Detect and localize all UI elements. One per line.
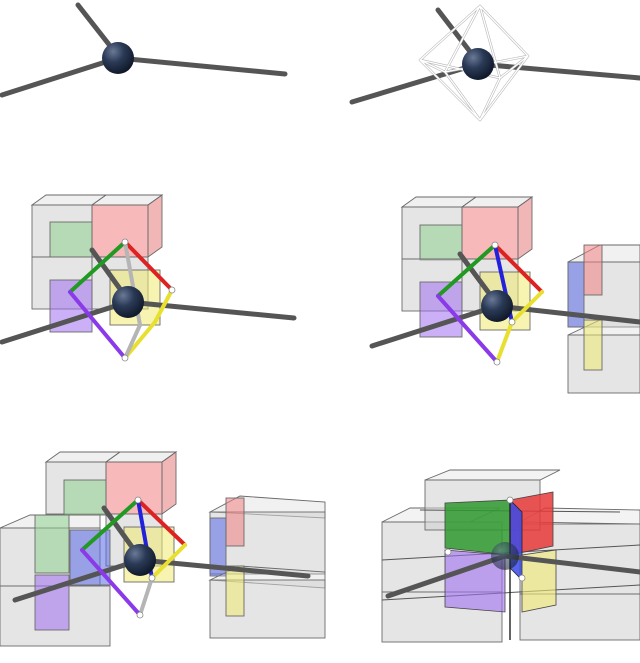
atom	[462, 48, 494, 80]
colored-edges	[80, 496, 187, 619]
panel-5	[0, 451, 326, 647]
panel-6	[381, 469, 640, 643]
colored-planes	[444, 491, 557, 640]
rod	[0, 55, 121, 98]
atom	[112, 286, 144, 318]
atom	[491, 542, 519, 570]
panel-1	[0, 2, 288, 98]
panel-3	[0, 194, 297, 362]
side-cube-stack	[208, 495, 326, 639]
atom	[124, 544, 156, 576]
cube-cluster	[400, 196, 534, 338]
rod	[369, 303, 500, 349]
rod	[0, 299, 131, 345]
rod	[115, 55, 288, 77]
colored-edges	[68, 238, 176, 362]
atom	[481, 290, 513, 322]
side-cube-stack	[567, 244, 640, 394]
rod	[125, 299, 297, 321]
rod	[502, 553, 640, 575]
rod	[12, 557, 143, 603]
octahedron-wireframe	[418, 4, 530, 122]
rod	[494, 303, 640, 325]
panel-4	[369, 196, 640, 394]
rod	[385, 553, 508, 599]
rod	[475, 61, 640, 81]
atom	[102, 42, 134, 74]
panel-2	[349, 4, 640, 122]
